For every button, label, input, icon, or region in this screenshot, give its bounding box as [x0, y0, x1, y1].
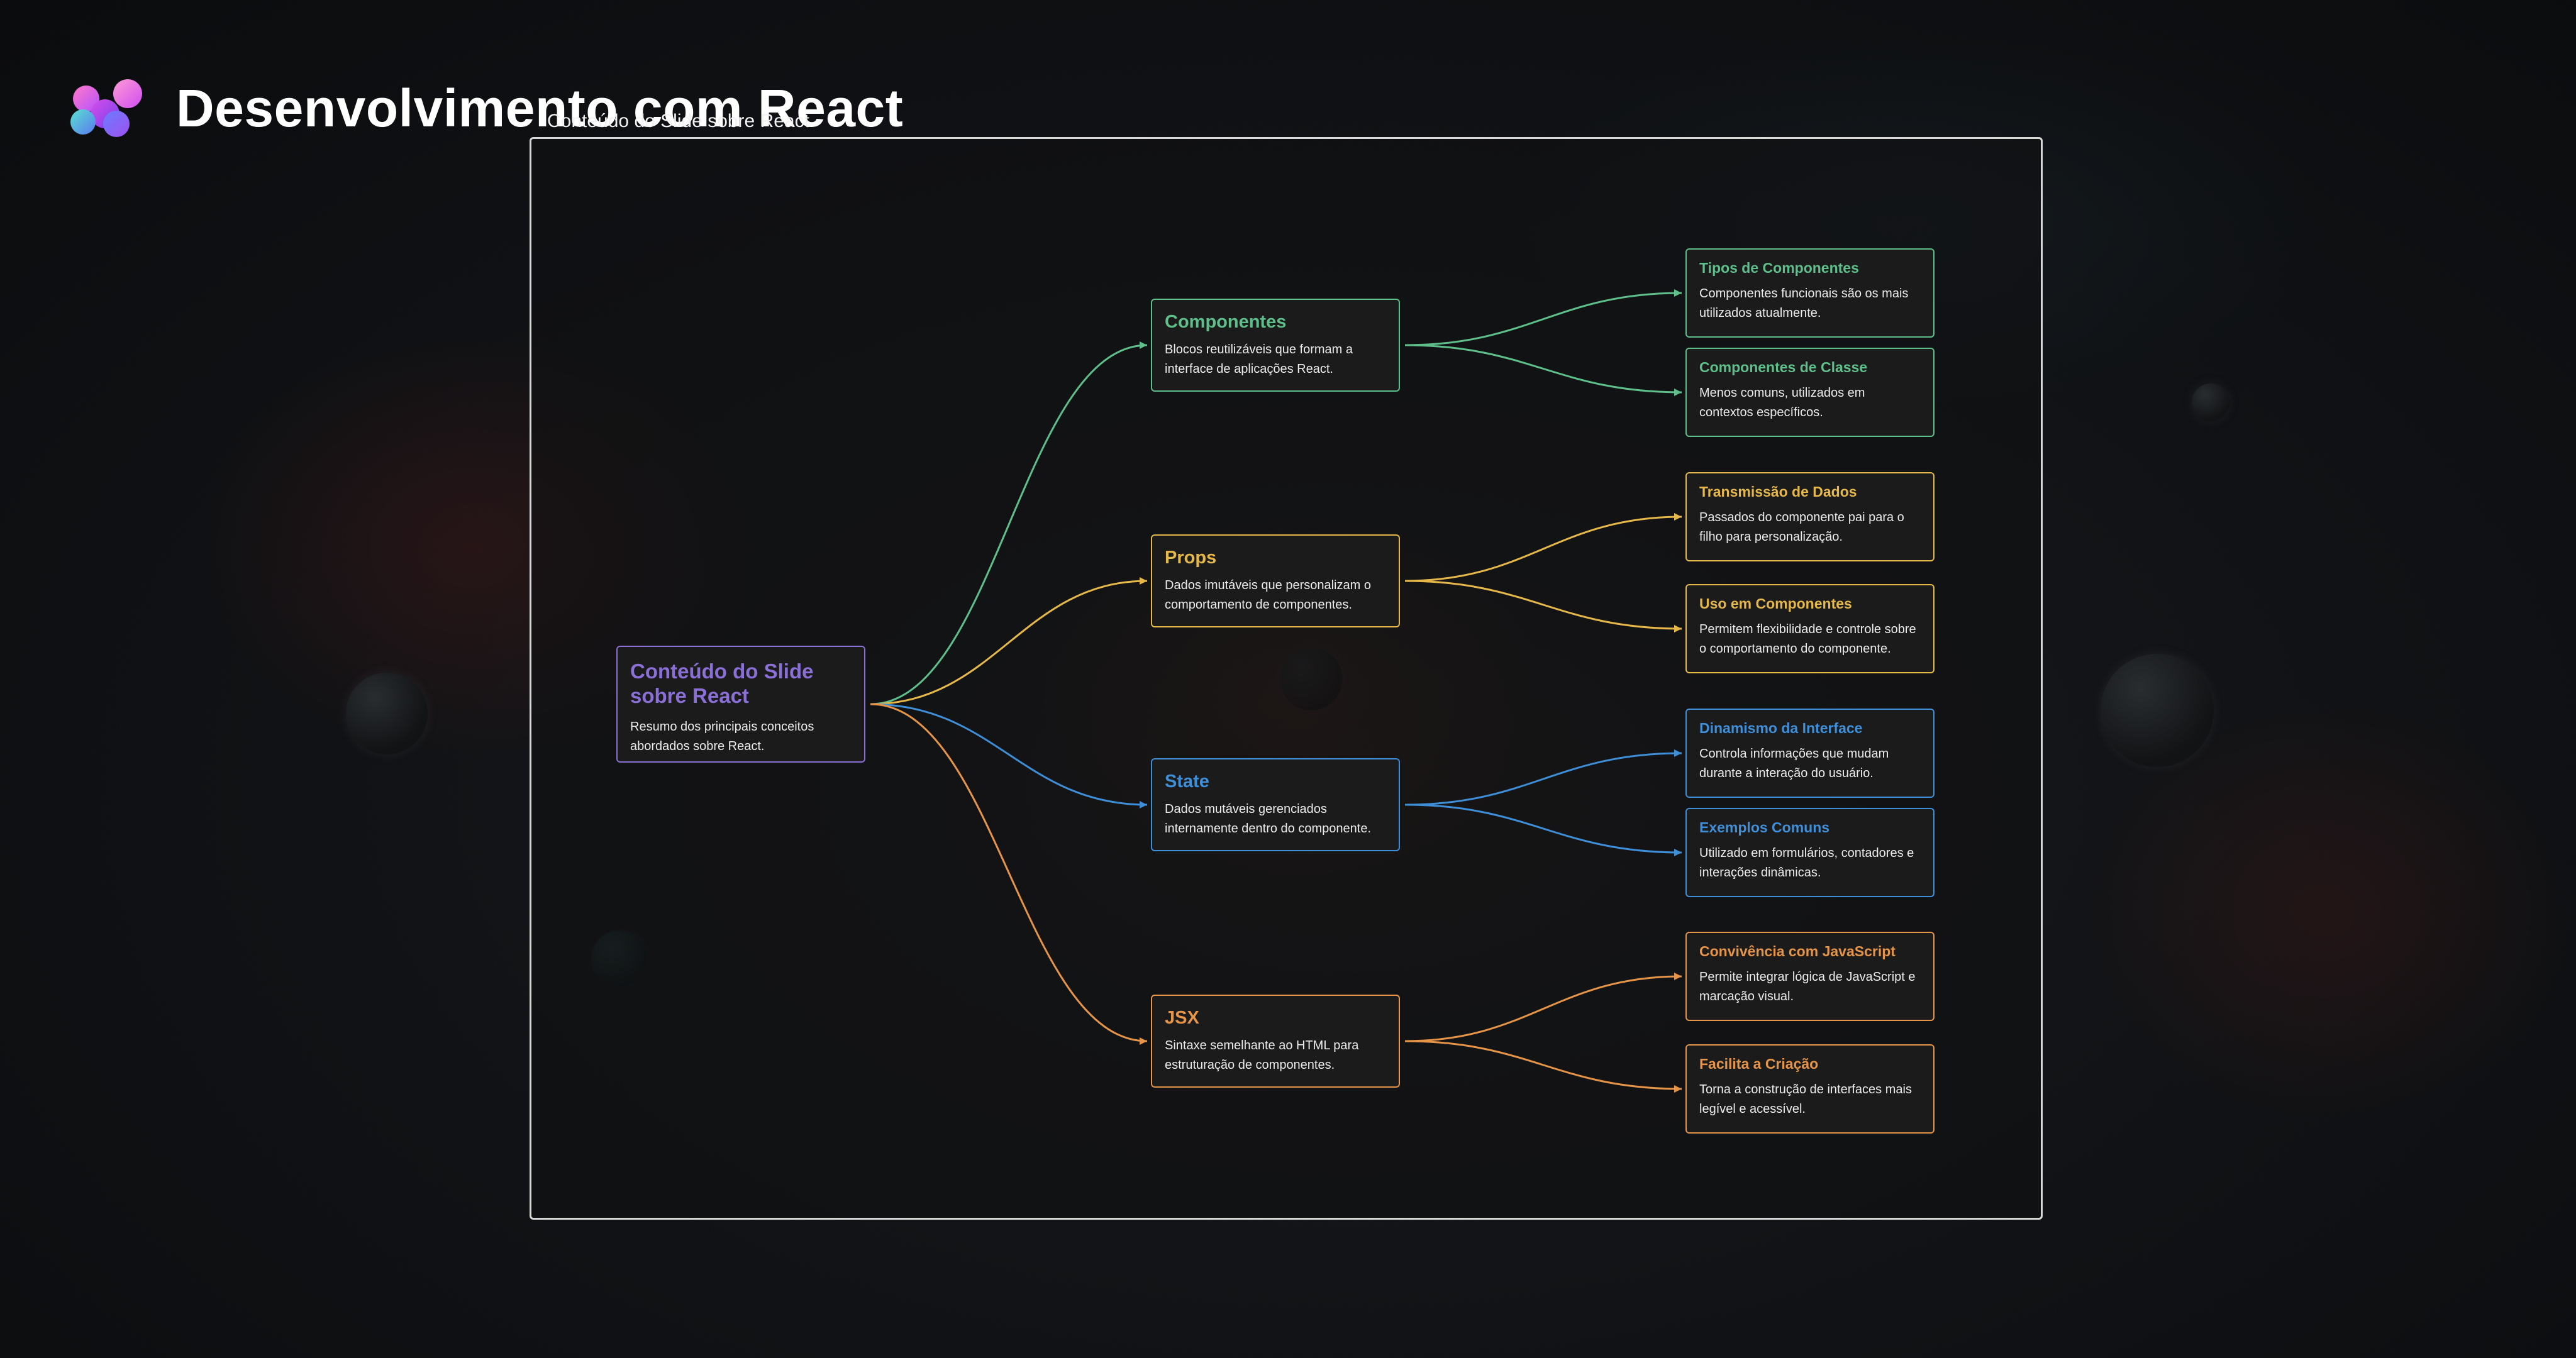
slide-header: Desenvolvimento com React: [69, 77, 903, 140]
branch-to-leaf-connector: [1404, 344, 1682, 394]
branch-description: Dados mutáveis gerenciados internamente …: [1165, 802, 1371, 836]
root-node[interactable]: Conteúdo do Slide sobre React Resumo dos…: [616, 646, 865, 763]
branch-title: Props: [1165, 548, 1217, 568]
planet-decoration: [2192, 384, 2229, 421]
connector-arrowhead: [1140, 801, 1147, 809]
branch-description: Blocos reutilizáveis que formam a interf…: [1165, 343, 1353, 377]
leaf-title: Transmissão de Dados: [1699, 483, 1857, 500]
leaf-description: Permite integrar lógica de JavaScript e …: [1699, 970, 1916, 1004]
connector-arrowhead: [1674, 973, 1682, 980]
branch-node-componentes[interactable]: Componentes Blocos reutilizáveis que for…: [1151, 299, 1400, 392]
connector-arrowhead: [1674, 389, 1682, 396]
branch-node-props[interactable]: Props Dados imutáveis que personalizam o…: [1151, 534, 1400, 627]
branch-description: Sintaxe semelhante ao HTML para estrutur…: [1165, 1039, 1359, 1073]
connector-arrowhead: [1674, 289, 1682, 297]
branch-title: Componentes: [1165, 312, 1287, 332]
branch-node-state[interactable]: State Dados mutáveis gerenciados interna…: [1151, 758, 1400, 851]
leaf-title: Dinamismo da Interface: [1699, 720, 1863, 736]
planet-decoration: [2101, 654, 2214, 767]
leaf-description: Controla informações que mudam durante a…: [1699, 747, 1889, 781]
root-to-branch-connector: [870, 703, 1148, 1042]
connector-arrowhead: [1140, 1037, 1147, 1045]
branch-title: State: [1165, 771, 1209, 792]
branch-node-jsx[interactable]: JSX Sintaxe semelhante ao HTML para estr…: [1151, 995, 1400, 1088]
leaf-description: Menos comuns, utilizados em contextos es…: [1699, 386, 1865, 420]
branch-to-leaf-connector: [1404, 580, 1682, 630]
connector-arrowhead: [1674, 625, 1682, 632]
leaf-title: Facilita a Criação: [1699, 1056, 1819, 1072]
leaf-node-dinamismo-da-interface[interactable]: Dinamismo da Interface Controla informaç…: [1685, 709, 1935, 798]
root-title: Conteúdo do Slide sobre React: [630, 660, 814, 707]
branch-to-leaf-connector: [1404, 1040, 1682, 1090]
root-to-branch-connector: [870, 703, 1148, 806]
branch-to-leaf-connector: [1404, 803, 1682, 854]
frame-label: Conteúdo do Slide sobre React: [547, 111, 809, 131]
branch-to-leaf-connector: [1404, 292, 1682, 346]
branch-to-leaf-connector: [1404, 975, 1682, 1042]
leaf-node-facilita-a-criacao[interactable]: Facilita a Criação Torna a construção de…: [1685, 1044, 1935, 1134]
leaf-node-uso-em-componentes[interactable]: Uso em Componentes Permitem flexibilidad…: [1685, 584, 1935, 673]
branch-title: JSX: [1165, 1008, 1199, 1028]
planet-decoration: [346, 673, 428, 754]
leaf-title: Uso em Componentes: [1699, 595, 1852, 612]
leaf-description: Componentes funcionais são os mais utili…: [1699, 287, 1909, 321]
leaf-title: Componentes de Classe: [1699, 359, 1868, 375]
root-description: Resumo dos principais conceitos abordado…: [630, 719, 814, 753]
leaf-node-exemplos-comuns[interactable]: Exemplos Comuns Utilizado em formulários…: [1685, 808, 1935, 897]
leaf-node-convivencia-com-javascript[interactable]: Convivência com JavaScript Permite integ…: [1685, 932, 1935, 1021]
leaf-node-tipos-de-componentes[interactable]: Tipos de Componentes Componentes funcion…: [1685, 248, 1935, 338]
branch-to-leaf-connector: [1404, 752, 1682, 806]
leaf-node-transmissao-de-dados[interactable]: Transmissão de Dados Passados do compone…: [1685, 472, 1935, 561]
branch-to-leaf-connector: [1404, 516, 1682, 582]
page-title: Desenvolvimento com React: [176, 78, 904, 138]
leaf-title: Exemplos Comuns: [1699, 819, 1830, 836]
root-to-branch-connector: [870, 344, 1148, 705]
molecule-logo-icon: [69, 77, 147, 140]
connector-arrowhead: [1674, 1085, 1682, 1093]
leaf-title: Tipos de Componentes: [1699, 260, 1859, 276]
connector-arrowhead: [1674, 849, 1682, 856]
connector-arrowhead: [1674, 513, 1682, 521]
leaf-description: Torna a construção de interfaces mais le…: [1699, 1083, 1912, 1117]
leaf-description: Permitem flexibilidade e controle sobre …: [1699, 622, 1916, 656]
connector-arrowhead: [1140, 577, 1147, 585]
connector-arrowhead: [1674, 749, 1682, 757]
leaf-description: Utilizado em formulários, contadores e i…: [1699, 846, 1914, 880]
leaf-description: Passados do componente pai para o filho …: [1699, 511, 1904, 544]
branch-description: Dados imutáveis que personalizam o compo…: [1165, 578, 1371, 612]
leaf-node-componentes-de-classe[interactable]: Componentes de Classe Menos comuns, util…: [1685, 348, 1935, 437]
root-to-branch-connector: [870, 580, 1148, 705]
leaf-title: Convivência com JavaScript: [1699, 943, 1896, 959]
connector-arrowhead: [1140, 341, 1147, 349]
